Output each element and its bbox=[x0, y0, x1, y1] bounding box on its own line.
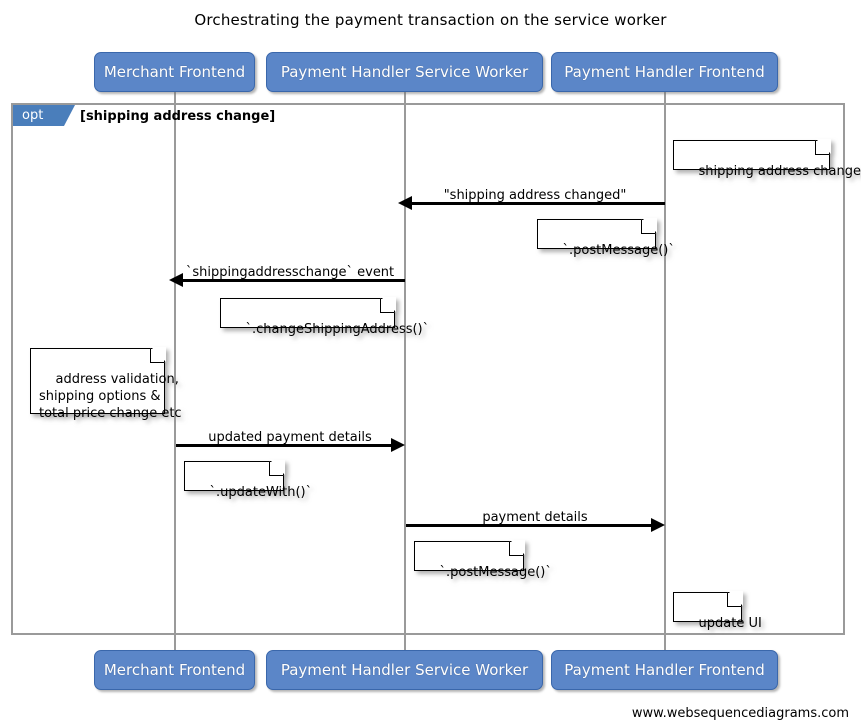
note-text: `.changeShippingAddress()` bbox=[245, 322, 430, 337]
arrowhead-right-icon bbox=[391, 438, 405, 452]
fragment-opt-frame bbox=[11, 103, 845, 635]
participant-label: Payment Handler Frontend bbox=[564, 63, 765, 81]
note-text: `.updateWith()` bbox=[209, 485, 313, 500]
message-label-shipping-address-changed: "shipping address changed" bbox=[443, 188, 627, 203]
arrowhead-left-icon bbox=[398, 196, 412, 210]
participant-label: Payment Handler Service Worker bbox=[280, 63, 529, 81]
note-post-message-2: `.postMessage()` bbox=[414, 540, 552, 580]
note-update-ui: update UI bbox=[673, 591, 762, 631]
participant-label: Merchant Frontend bbox=[103, 661, 246, 679]
footer-watermark: www.websequencediagrams.com bbox=[631, 706, 849, 721]
note-text: address validation, shipping options & t… bbox=[39, 372, 182, 421]
note-text: `.postMessage()` bbox=[562, 243, 675, 258]
participant-merchant-frontend-bottom[interactable]: Merchant Frontend bbox=[94, 650, 255, 690]
message-label-shippingaddresschange-event: `shippingaddresschange` event bbox=[185, 265, 395, 280]
fragment-opt-condition: [shipping address change] bbox=[80, 109, 276, 124]
page-title: Orchestrating the payment transaction on… bbox=[194, 11, 667, 29]
lifeline-merchant-frontend bbox=[174, 92, 176, 650]
note-address-validation: address validation, shipping options & t… bbox=[30, 347, 182, 421]
message-line-shippingaddresschange-event bbox=[181, 279, 405, 282]
message-label-updated-payment-details: updated payment details bbox=[208, 430, 372, 445]
participant-payment-handler-frontend-bottom[interactable]: Payment Handler Frontend bbox=[551, 650, 778, 690]
note-text: shipping address changed bbox=[698, 164, 861, 179]
message-label-payment-details: payment details bbox=[482, 510, 588, 525]
fragment-opt-tag: opt bbox=[13, 105, 75, 126]
note-change-shipping-address: `.changeShippingAddress()` bbox=[220, 297, 429, 337]
lifeline-payment-handler-frontend bbox=[664, 92, 666, 650]
participant-label: Payment Handler Frontend bbox=[564, 661, 765, 679]
note-shipping-address-changed: shipping address changed bbox=[673, 139, 861, 179]
participant-payment-handler-service-worker-top[interactable]: Payment Handler Service Worker bbox=[266, 52, 543, 92]
message-line-payment-details bbox=[406, 524, 652, 527]
note-update-with: `.updateWith()` bbox=[184, 460, 312, 500]
message-line-updated-payment-details bbox=[176, 444, 392, 447]
message-line-shipping-address-changed bbox=[410, 202, 665, 205]
participant-payment-handler-service-worker-bottom[interactable]: Payment Handler Service Worker bbox=[266, 650, 543, 690]
participant-payment-handler-frontend-top[interactable]: Payment Handler Frontend bbox=[551, 52, 778, 92]
lifeline-payment-handler-service-worker bbox=[404, 92, 406, 650]
note-post-message-1: `.postMessage()` bbox=[537, 218, 675, 258]
participant-label: Merchant Frontend bbox=[103, 63, 246, 81]
note-text: `.postMessage()` bbox=[439, 565, 552, 580]
participant-label: Payment Handler Service Worker bbox=[280, 661, 529, 679]
arrowhead-right-icon bbox=[651, 518, 665, 532]
arrowhead-left-icon bbox=[169, 273, 183, 287]
participant-merchant-frontend-top[interactable]: Merchant Frontend bbox=[94, 52, 255, 92]
note-text: update UI bbox=[698, 616, 762, 631]
